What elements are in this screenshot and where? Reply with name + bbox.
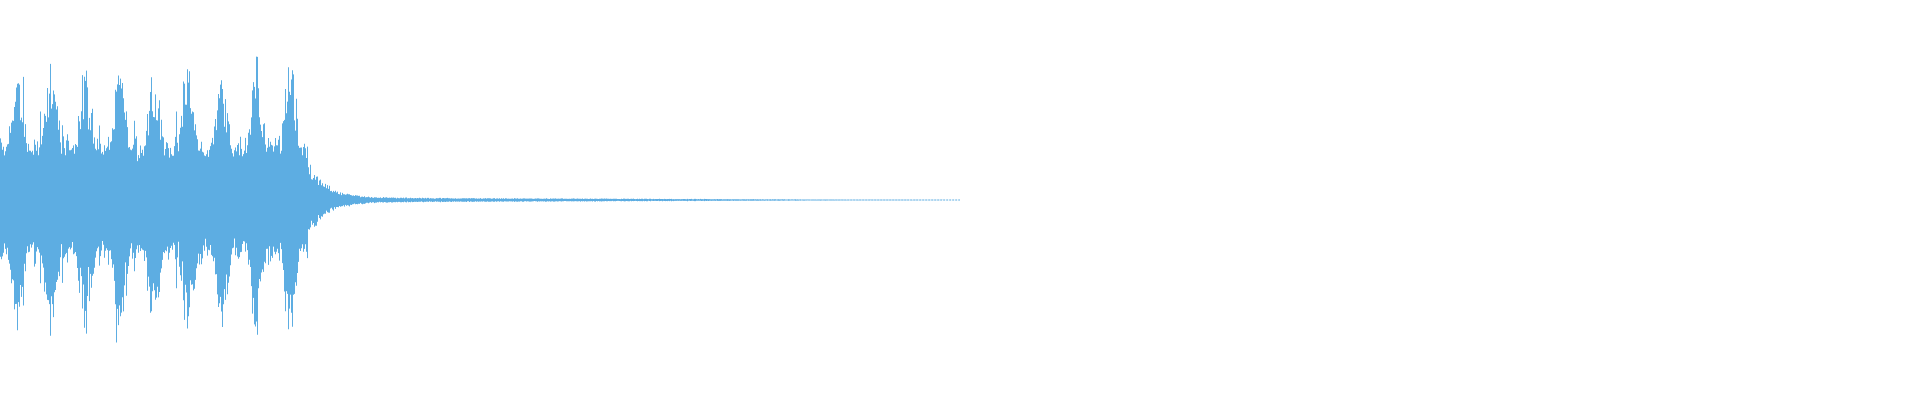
waveform-lines [0, 56, 960, 343]
